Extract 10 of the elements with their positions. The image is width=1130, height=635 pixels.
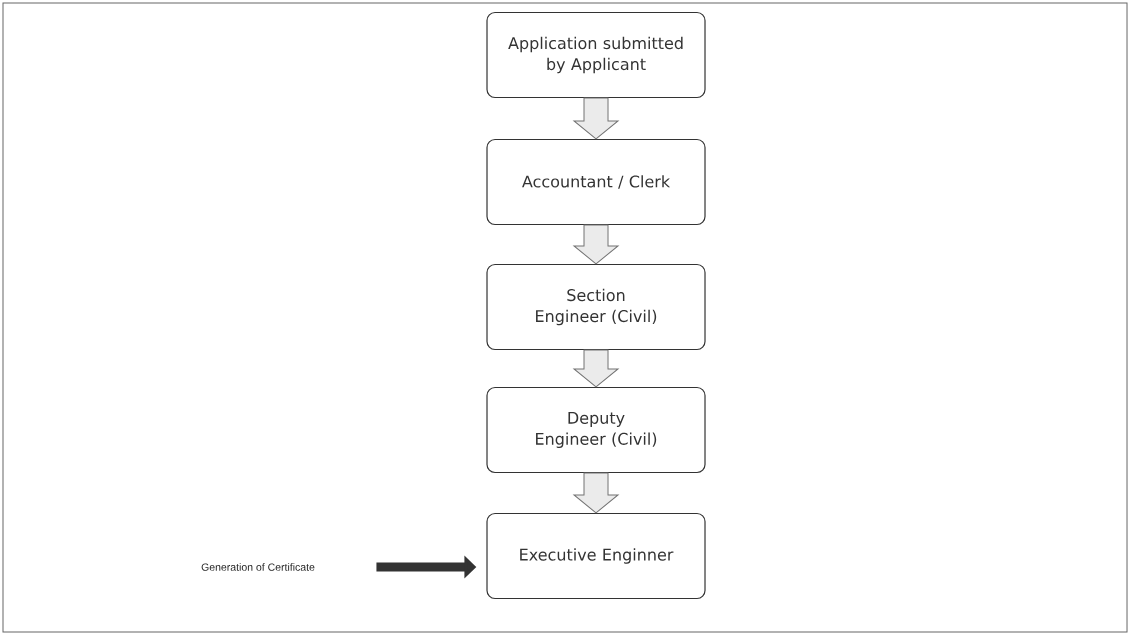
block-arrow [573,349,619,388]
block-arrow [573,472,619,514]
process-box: Application submitted by Applicant [486,11,706,99]
block-arrow [573,224,619,265]
note-text: Generation of Certificate [201,563,315,571]
process-box: Section Engineer (Civil) [486,263,706,351]
process-box: Executive Enginner [486,512,706,600]
process-box: Accountant / Clerk [486,138,706,226]
process-box: Deputy Engineer (Civil) [486,386,706,474]
block-arrow [573,97,619,140]
